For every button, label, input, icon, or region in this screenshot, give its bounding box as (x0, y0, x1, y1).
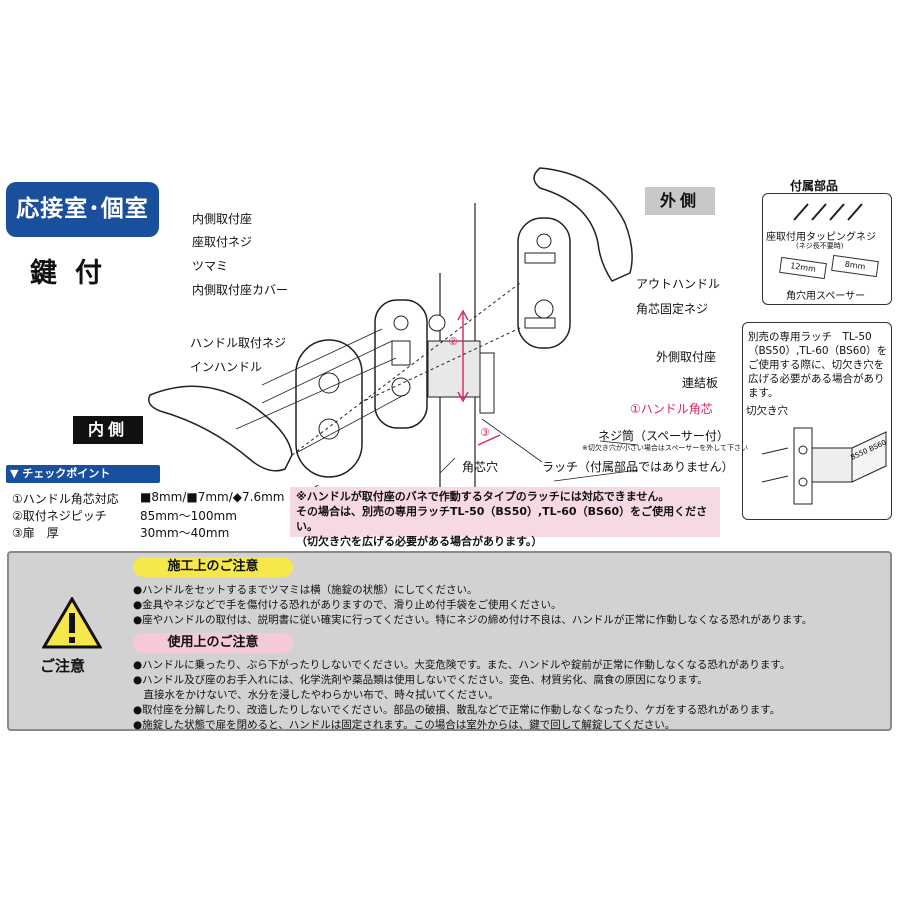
out-handle-shape (533, 167, 633, 282)
label-handle-spindle: ①ハンドル角芯 (630, 402, 713, 416)
label-inner-mount-seat: 内側取付座 (192, 212, 253, 226)
label-screw-tube: ネジ筒（スペーサー付） (598, 429, 729, 443)
checkpoint-title: ▼ チェックポイント (6, 465, 160, 483)
checkpoint-item: ③扉 厚 30mm〜40mm (12, 524, 229, 541)
latch-notch-label: 切欠き穴 (746, 405, 788, 417)
checkpoint-value: ■8mm/■7mm/◆7.6mm (140, 490, 285, 504)
use-caution-title: 使用上のご注意 (133, 633, 293, 653)
label-handle-screw: ハンドル取付ネジ (190, 336, 287, 350)
outer-side-label: 外側 (645, 187, 715, 215)
latch-info-text: 別売の専用ラッチ TL-50（BS50）,TL-60（BS60）をご使用する際に… (748, 331, 888, 399)
tapping-screws-icon (793, 203, 863, 221)
accessories-box (762, 193, 892, 305)
use-note: 直接水をかけないで、水分を浸したやわらかい布で、時々拭いてください。 (133, 689, 499, 701)
label-inner-seat-cover: 内側取付座カバー (192, 283, 289, 297)
checkpoint-value: 85mm〜100mm (140, 509, 237, 523)
latch-warning: ※ハンドルが取付座のバネで作動するタイプのラッチには対応できません。 その場合は… (290, 487, 720, 548)
in-handle-shape (148, 385, 293, 472)
caution-label: ご注意 (40, 657, 86, 675)
checkpoint-item: ②取付ネジピッチ 85mm〜100mm (12, 507, 237, 524)
checkpoint-label: ①ハンドル角芯対応 (12, 492, 119, 506)
accessories-title: 付属部品 (790, 179, 839, 193)
checkpoint-label: ③扉 厚 (12, 526, 59, 540)
use-note: ●取付座を分解したり、改造したりしないでください。部品の破損、散乱などで正常に作… (133, 704, 781, 716)
inner-cover-plate (295, 339, 363, 478)
use-note: ●ハンドルに乗ったり、ぶら下がったりしないでください。大変危険です。また、ハンド… (133, 659, 791, 671)
checkpoint-item: ①ハンドル角芯対応 ■8mm/■7mm/◆7.6mm (12, 490, 284, 507)
checkpoint-label: ②取付ネジピッチ (12, 509, 107, 523)
accessories-spacer-label: 角穴用スペーサー (786, 291, 866, 302)
label-knob: ツマミ (192, 259, 229, 273)
label-screw-tube-note: ※切欠き穴が小さい場合はスペーサーを外して下さい (582, 444, 749, 452)
marker-3: ③ (480, 426, 490, 439)
label-connect-plate: 連結板 (682, 376, 719, 390)
pitch-dimension (457, 309, 501, 446)
label-latch: ラッチ（付属部品ではありません） (542, 460, 734, 474)
product-title: 応接室･個室錠 (6, 182, 159, 277)
exploded-diagram: ② ③ (148, 167, 639, 493)
label-spindle-hole: 角芯穴 (462, 460, 499, 474)
latch-info-box (742, 322, 892, 520)
label-seat-screw: 座取付ネジ (192, 235, 253, 249)
marker-2: ② (448, 335, 458, 348)
latch-warning-line: ※ハンドルが取付座のバネで作動するタイプのラッチには対応できません。 (296, 490, 670, 503)
label-spindle-screw: 角芯固定ネジ (636, 302, 709, 316)
label-outer-mount-seat: 外側取付座 (656, 350, 717, 364)
label-out-handle: アウトハンドル (636, 277, 721, 291)
outer-mount-seat (517, 217, 571, 349)
latch-notch-illustration: BS50 BS60 (761, 427, 888, 505)
latch-warning-line: その場合は、別売の専用ラッチTL-50（BS50）,TL-60（BS60）をご使… (296, 505, 708, 533)
use-note: ●施錠した状態で扉を閉めると、ハンドルは固定されます。この場合は室外からは、鍵で… (133, 719, 676, 731)
latch-warning-line: （切欠き穴を広げる必要がある場合があります。） (296, 535, 543, 548)
install-note: ●ハンドルをセットするまでツマミは横（施錠の状態）にしてください。 (133, 584, 478, 596)
latch-body (427, 340, 481, 398)
install-note: ●座やハンドルの取付は、説明書に従い確実に行ってください。特にネジの締め付け不良… (133, 614, 813, 626)
install-note: ●金具やネジなどで手を傷付ける恐れがありますので、滑り止め付手袋をご使用ください… (133, 599, 562, 611)
label-in-handle: インハンドル (190, 360, 263, 374)
product-subtitle: 鍵付 (30, 258, 120, 289)
accessories-screw-label: 座取付用タッピングネジ (766, 232, 876, 243)
accessories-screw-note: (ネジ長不要時) (796, 242, 844, 250)
use-note: ●ハンドル及び座のお手入れには、化学洗剤や薬品類は使用しないでください。変色、材… (133, 674, 708, 686)
checkpoint-value: 30mm〜40mm (140, 526, 230, 540)
install-caution-title: 施工上のご注意 (133, 557, 293, 577)
warning-triangle-icon (42, 597, 102, 649)
inner-side-label: 内側 (73, 416, 143, 444)
